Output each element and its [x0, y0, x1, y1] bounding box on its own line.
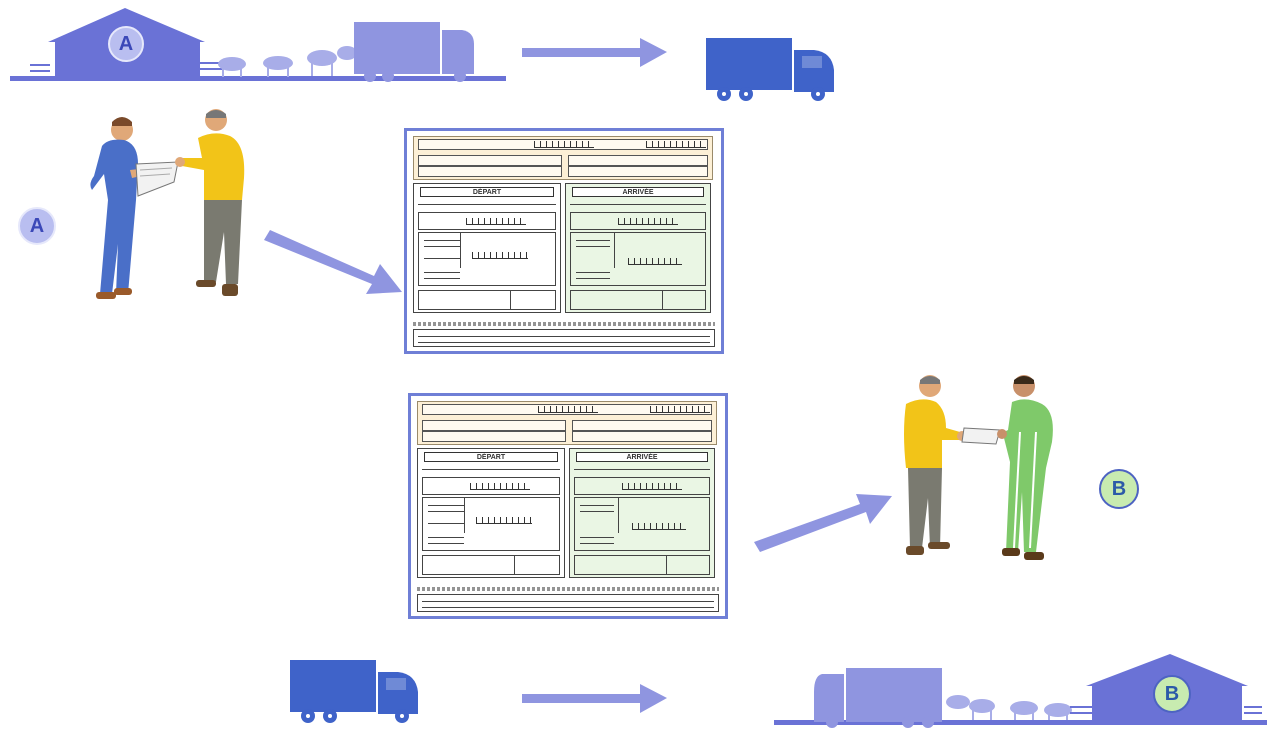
barn-and-truck-a-illustration: [10, 8, 506, 82]
movement-document-form-1: DÉPART ARRIVÉE: [404, 128, 724, 354]
form-arrival-section: ARRIVÉE: [569, 448, 715, 578]
arrow-up-right-icon: [754, 494, 892, 552]
form-departure-section: DÉPART: [413, 183, 561, 313]
movement-document-form-2: DÉPART ARRIVÉE: [408, 393, 728, 619]
barn-roof: [48, 8, 205, 42]
badge-a-left: A: [18, 207, 56, 245]
form-observations-box: [417, 594, 719, 612]
form-departure-section: DÉPART: [417, 448, 565, 578]
barn-roof: [1086, 654, 1248, 686]
ground-line: [10, 76, 506, 81]
person-yellow-transporter: [904, 375, 967, 555]
badge-a-top: A: [108, 26, 144, 62]
document-being-handed: [135, 161, 179, 197]
form-arrival-section: ARRIVÉE: [565, 183, 711, 313]
form-header-section: [417, 401, 717, 445]
departure-title: DÉPART: [424, 452, 558, 462]
truck-a-icon: [354, 22, 474, 82]
arrow-down-right-icon: [264, 230, 402, 294]
truck-and-barn-b-illustration: [774, 654, 1267, 728]
person-blue-farmer: [90, 117, 150, 299]
person-green-farmer: [997, 375, 1053, 560]
farm-b-scene: [760, 648, 1267, 728]
arrival-title: ARRIVÉE: [572, 187, 704, 197]
truck-dark-bottom-icon: [290, 660, 418, 723]
people-exchange-a-illustration: [90, 109, 245, 299]
person-yellow-transporter: [175, 109, 245, 296]
arrival-title: ARRIVÉE: [576, 452, 708, 462]
badge-b-bottom: B: [1153, 675, 1191, 713]
arrow-top-icon: [522, 38, 667, 67]
people-exchange-b-illustration: [904, 375, 1053, 560]
arrow-bottom-icon: [522, 684, 667, 713]
badge-b-right: B: [1099, 469, 1139, 509]
truck-dark-top-icon: [706, 38, 834, 101]
departure-title: DÉPART: [420, 187, 554, 197]
truck-b-icon: [814, 668, 942, 728]
form-observations-box: [413, 329, 715, 347]
sheep-icons: [218, 46, 357, 77]
farm-a-scene: [0, 0, 520, 90]
form-header-section: [413, 136, 713, 180]
sheep-icons: [946, 695, 1072, 720]
document-being-handed: [961, 427, 1001, 445]
